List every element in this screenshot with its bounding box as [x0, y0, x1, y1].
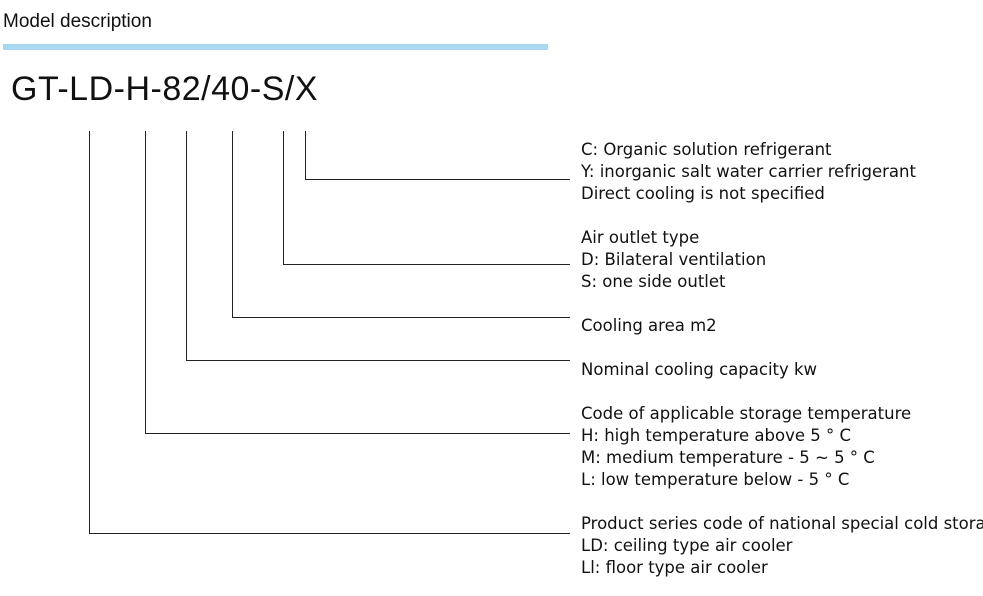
connector-air-outlet-type [283, 131, 570, 265]
desc-line: Code of applicable storage temperature [581, 404, 912, 423]
desc-storage-temperature: Code of applicable storage temperature H… [581, 403, 911, 491]
desc-line: LD: ceiling type air cooler [581, 536, 793, 555]
desc-product-series: Product series code of national special … [581, 513, 983, 579]
desc-line: H: high temperature above 5 ° C [581, 426, 851, 445]
desc-line: S: one side outlet [581, 272, 726, 291]
header-title: Model description [3, 11, 152, 32]
header-rule [3, 44, 548, 50]
desc-nominal-cooling-capacity: Nominal cooling capacity kw [581, 359, 817, 381]
desc-line: Air outlet type [581, 228, 700, 247]
connector-product-series [89, 131, 570, 534]
connector-refrigerant-type [305, 131, 570, 180]
desc-cooling-area: Cooling area m2 [581, 315, 717, 337]
model-code: GT-LD-H-82/40-S/X [11, 70, 319, 108]
desc-line: Product series code of national special … [581, 514, 983, 533]
connector-storage-temperature [145, 131, 570, 434]
desc-air-outlet-type: Air outlet type D: Bilateral ventilation… [581, 227, 766, 293]
desc-line: Direct cooling is not specified [581, 184, 825, 203]
desc-line: C: Organic solution refrigerant [581, 140, 832, 159]
desc-line: Nominal cooling capacity kw [581, 360, 818, 379]
desc-line: Y: inorganic salt water carrier refriger… [581, 162, 916, 181]
desc-refrigerant-type: C: Organic solution refrigerant Y: inorg… [581, 139, 916, 205]
desc-line: Cooling area m2 [581, 316, 717, 335]
desc-line: Ll: floor type air cooler [581, 558, 768, 577]
connector-cooling-area [232, 131, 570, 318]
desc-line: L: low temperature below - 5 ° C [581, 470, 850, 489]
desc-line: M: medium temperature - 5 ~ 5 ° C [581, 448, 875, 467]
connector-nominal-cooling-capacity [186, 131, 570, 361]
desc-line: D: Bilateral ventilation [581, 250, 767, 269]
